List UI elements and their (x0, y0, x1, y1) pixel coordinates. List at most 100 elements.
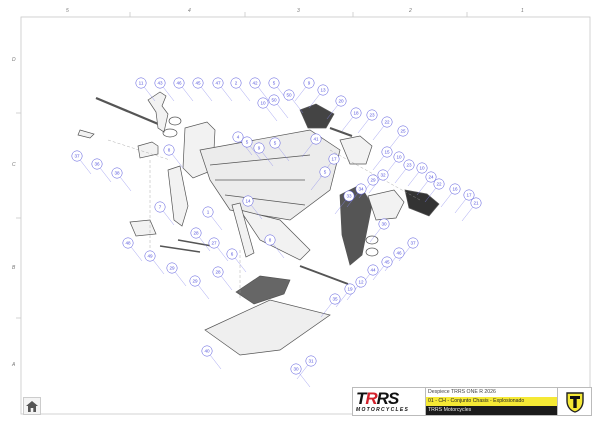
balloon-circle (381, 146, 393, 158)
balloon-46: 46 (384, 247, 405, 272)
balloon-circle (208, 237, 220, 249)
balloon-50: 50 (268, 94, 289, 119)
balloon-number: 37 (74, 154, 80, 159)
balloon-circle (154, 201, 166, 213)
balloon-23: 23 (394, 159, 415, 184)
balloon-circle (344, 283, 356, 295)
trrs-badge-icon (557, 388, 592, 415)
part-36 (77, 129, 95, 139)
balloon-41: 41 (301, 133, 322, 158)
balloon-circle (111, 167, 123, 179)
balloon-circle (189, 275, 201, 287)
balloon-29: 29 (189, 275, 210, 300)
balloon-19: 19 (335, 283, 356, 308)
balloon-circle (317, 84, 329, 96)
balloon-24: 24 (416, 171, 437, 196)
balloon-35: 35 (320, 293, 341, 318)
column-label: 2 (409, 8, 412, 14)
balloon-10: 10 (407, 162, 428, 187)
balloon-circle (249, 77, 261, 89)
balloon-5: 5 (268, 77, 289, 102)
swingarm-axle (95, 96, 164, 128)
balloon-number: 38 (114, 171, 120, 176)
balloon-10: 10 (257, 97, 278, 122)
balloon-circle (290, 363, 302, 375)
balloon-number: 14 (245, 199, 251, 204)
balloon-number: 48 (125, 241, 131, 246)
balloon-number: 28 (193, 231, 199, 236)
balloon-number: 29 (169, 266, 175, 271)
balloon-circle (343, 190, 355, 202)
balloon-20: 20 (326, 95, 347, 120)
balloon-circle (202, 206, 214, 218)
balloon-37: 37 (71, 150, 92, 175)
balloon-25: 25 (388, 125, 409, 150)
balloon-13: 13 (308, 84, 329, 109)
balloon-48: 48 (122, 237, 143, 262)
balloon-number: 5 (274, 141, 277, 146)
balloon-circle (319, 166, 331, 178)
column-label: 3 (297, 8, 300, 14)
balloon-17: 17 (454, 189, 475, 214)
balloon-34: 34 (346, 183, 367, 208)
balloon-number: 23 (369, 113, 375, 118)
balloon-number: 46 (176, 81, 182, 86)
balloon-9: 9 (294, 77, 315, 102)
main-frame (199, 129, 341, 221)
balloon-circle (303, 77, 315, 89)
balloon-5: 5 (310, 166, 331, 191)
bracket-43 (147, 91, 169, 133)
part-48 (129, 219, 157, 237)
balloon-circle (154, 77, 166, 89)
balloon-number: 50 (286, 93, 292, 98)
balloon-circle (226, 248, 238, 260)
balloon-circle (416, 162, 428, 174)
balloon-number: 9 (308, 81, 311, 86)
part-20-lower (235, 275, 291, 305)
balloon-circle (268, 94, 280, 106)
balloon-circle (381, 256, 393, 268)
balloon-circle (212, 77, 224, 89)
balloon-4: 4 (232, 131, 253, 156)
exploded-parts (77, 91, 440, 356)
balloon-number: 25 (400, 129, 406, 134)
balloon-30: 30 (369, 218, 390, 243)
balloon-5: 5 (269, 137, 290, 162)
balloon-number: 16 (452, 187, 458, 192)
balloon-number: 30 (381, 222, 387, 227)
company-name: TRRS Motorcycles (426, 406, 557, 415)
balloon-1: 1 (202, 206, 223, 231)
balloon-31: 31 (296, 355, 317, 380)
balloon-33: 33 (334, 190, 355, 215)
balloon-22: 22 (424, 178, 445, 203)
balloon-6: 6 (226, 248, 247, 273)
row-label: A (12, 362, 16, 368)
balloon-7: 7 (154, 201, 175, 226)
balloon-number: 34 (358, 187, 364, 192)
balloon-number: 11 (139, 81, 144, 86)
balloon-40: 40 (201, 345, 222, 370)
balloon-number: 29 (192, 279, 198, 284)
balloon-15: 15 (372, 146, 393, 171)
balloon-36: 36 (91, 158, 112, 183)
balloon-number: 41 (313, 137, 319, 142)
balloon-14: 14 (242, 195, 263, 220)
balloon-circle (377, 169, 389, 181)
footpeg-21 (404, 189, 440, 217)
balloon-number: 17 (466, 193, 472, 198)
balloon-29: 29 (358, 174, 379, 199)
balloon-number: 8 (269, 238, 272, 243)
home-button[interactable] (23, 397, 41, 415)
balloon-number: 5 (273, 81, 276, 86)
balloon-number: 20 (338, 99, 344, 104)
balloon-number: 35 (332, 297, 338, 302)
balloon-9: 9 (253, 142, 274, 167)
balloon-number: 37 (410, 241, 416, 246)
balloon-number: 17 (331, 157, 337, 162)
row-label: D (12, 57, 16, 63)
balloon-47: 47 (212, 77, 233, 102)
column-label: 1 (521, 8, 524, 14)
balloon-number: 42 (252, 81, 258, 86)
balloon-number: 2 (235, 81, 238, 86)
